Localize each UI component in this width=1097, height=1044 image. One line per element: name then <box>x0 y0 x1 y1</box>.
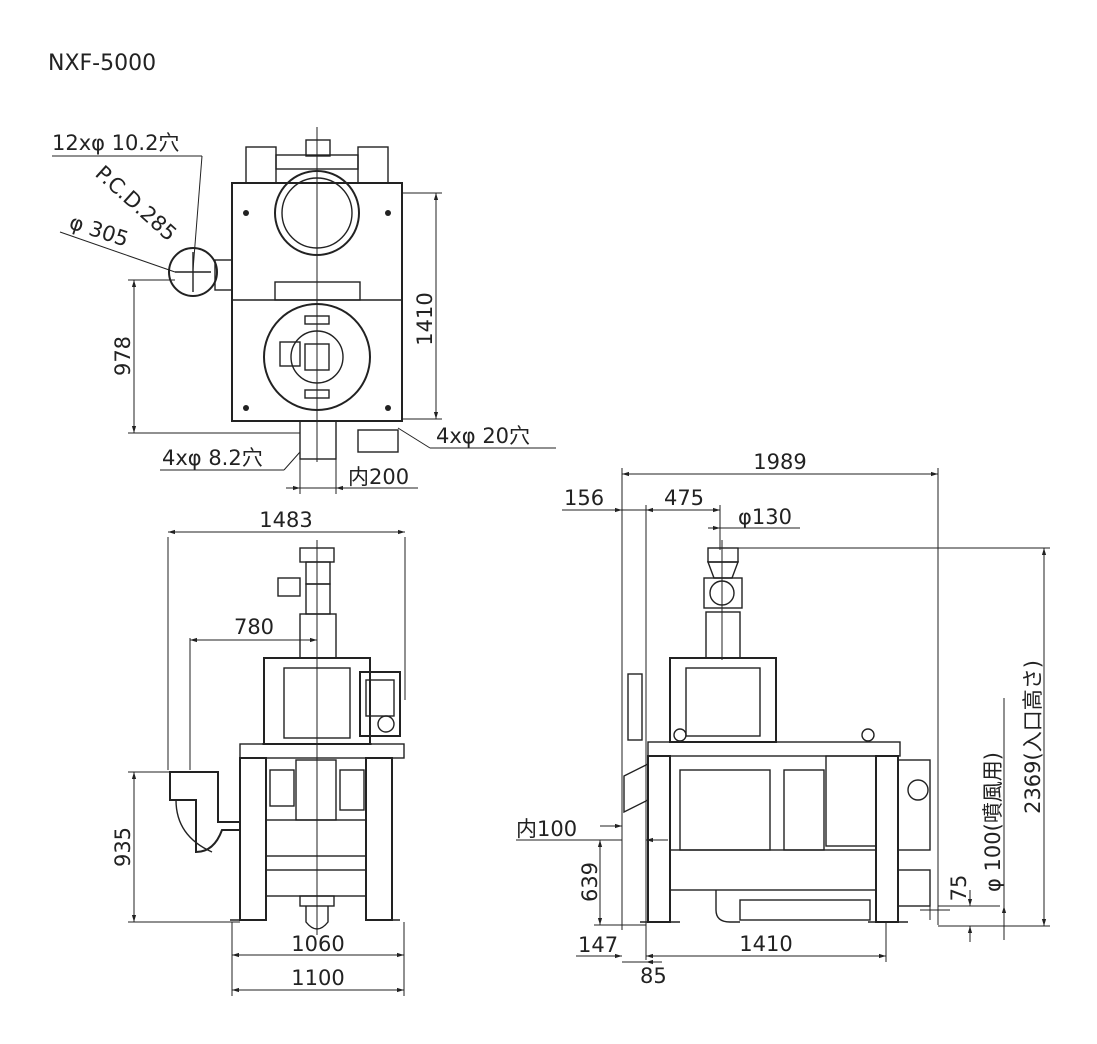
label-holes-outlet: 4xφ 8.2穴 <box>162 446 263 470</box>
dim-1060: 1060 <box>291 932 344 956</box>
label-holes-base: 4xφ 20穴 <box>436 424 530 448</box>
dim-639: 639 <box>578 862 602 902</box>
label-pipe-inner: 内100 <box>516 817 577 841</box>
top-view: 1410 978 12xφ 10.2穴 P.C.D.285 φ 305 4xφ … <box>52 127 556 494</box>
dim-780: 780 <box>234 615 274 639</box>
model-title: NXF-5000 <box>48 51 156 76</box>
dim-1410-side: 1410 <box>739 932 792 956</box>
side-view: 1989 156 475 φ130 <box>516 450 1050 988</box>
dim-1483: 1483 <box>259 508 312 532</box>
label-bolt-holes-flange: 12xφ 10.2穴 <box>52 131 179 155</box>
dim-156: 156 <box>564 486 604 510</box>
label-blow-height: φ 100(噴風用) <box>981 752 1005 892</box>
label-inner-outlet: 内200 <box>348 465 409 489</box>
dim-475: 475 <box>664 486 704 510</box>
dim-75: 75 <box>947 875 971 902</box>
dim-1989: 1989 <box>753 450 806 474</box>
dim-147: 147 <box>578 933 618 957</box>
dim-1100: 1100 <box>291 966 344 990</box>
dim-935: 935 <box>111 827 135 867</box>
label-hopper-dia: φ130 <box>738 505 792 529</box>
dim-85: 85 <box>640 964 667 988</box>
dim-978: 978 <box>111 336 135 376</box>
front-view: 1483 780 <box>111 508 406 996</box>
label-inlet-height-total: 2369(入口高さ) <box>1021 660 1045 814</box>
dim-1410-top: 1410 <box>413 292 437 345</box>
